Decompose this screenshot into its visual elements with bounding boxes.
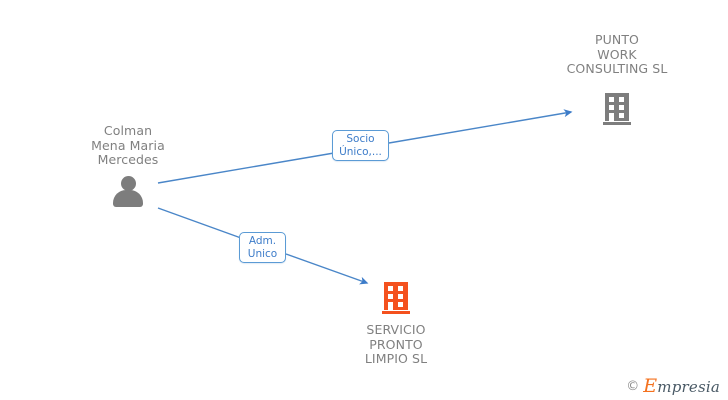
brand-initial: E bbox=[643, 375, 658, 397]
edge-line-adm-2 bbox=[285, 253, 369, 285]
node-servicio-pronto-limpio-label: SERVICIO PRONTO LIMPIO SL bbox=[364, 322, 428, 367]
building-icon-window bbox=[398, 294, 403, 299]
person-icon-body bbox=[113, 189, 143, 207]
building-icon-window bbox=[609, 96, 614, 102]
node-person-label-line-3: Mercedes bbox=[97, 152, 159, 168]
edge-label-adm-unico[interactable]: Adm. Unico bbox=[239, 232, 286, 263]
person-icon[interactable] bbox=[109, 175, 147, 207]
node-person-label: Colman Mena Maria Mercedes bbox=[91, 123, 165, 168]
edge-label-adm-line-1: Adm. bbox=[248, 234, 277, 247]
building-icon-door bbox=[609, 112, 614, 121]
building-icon-base bbox=[603, 121, 631, 125]
node-person[interactable]: Colman Mena Maria Mercedes bbox=[68, 123, 188, 207]
building-icon-door bbox=[388, 302, 393, 310]
node-person-label-line-1: Colman bbox=[103, 123, 153, 138]
building-icon-window bbox=[388, 294, 393, 299]
node-punto-label-line-3: CONSULTING SL bbox=[566, 61, 668, 77]
edge-line-adm bbox=[157, 207, 242, 239]
building-icon-window bbox=[398, 286, 403, 291]
building-icon-window bbox=[388, 286, 393, 291]
building-icon-window bbox=[619, 96, 624, 102]
building-icon-window bbox=[619, 112, 624, 118]
building-icon-window bbox=[619, 104, 624, 110]
building-icon[interactable] bbox=[603, 92, 631, 125]
node-servicio-label-line-3: LIMPIO SL bbox=[364, 351, 428, 367]
brand-rest: mpresia bbox=[657, 378, 720, 396]
edge-line-socio-2 bbox=[388, 109, 573, 144]
node-punto-label-line-1: PUNTO bbox=[594, 32, 639, 47]
building-icon-window bbox=[398, 302, 403, 307]
edge-line-socio bbox=[157, 152, 335, 184]
building-icon-window bbox=[609, 104, 614, 110]
node-person-label-line-2: Mena Maria bbox=[91, 137, 165, 153]
brand-wordmark: Empresia bbox=[643, 377, 720, 396]
edge-label-adm-line-2: Unico bbox=[247, 247, 278, 260]
watermark: © Empresia bbox=[626, 377, 720, 396]
edge-label-socio-line-2: Único,... bbox=[339, 145, 382, 158]
building-icon-base bbox=[382, 311, 410, 314]
edge-label-socio-unico[interactable]: Socio Único,... bbox=[332, 130, 389, 161]
building-icon[interactable] bbox=[382, 282, 410, 314]
copyright-icon: © bbox=[626, 379, 640, 394]
node-punto-label-line-2: WORK bbox=[597, 46, 637, 62]
edge-label-socio-line-1: Socio bbox=[346, 132, 375, 145]
person-icon-head bbox=[120, 175, 136, 191]
node-servicio-pronto-limpio[interactable]: SERVICIO PRONTO LIMPIO SL bbox=[336, 282, 456, 367]
node-punto-work-consulting-label: PUNTO WORK CONSULTING SL bbox=[566, 32, 668, 77]
node-servicio-label-line-2: PRONTO bbox=[369, 336, 423, 352]
node-servicio-label-line-1: SERVICIO bbox=[366, 322, 426, 337]
node-punto-work-consulting[interactable]: PUNTO WORK CONSULTING SL bbox=[547, 32, 687, 125]
